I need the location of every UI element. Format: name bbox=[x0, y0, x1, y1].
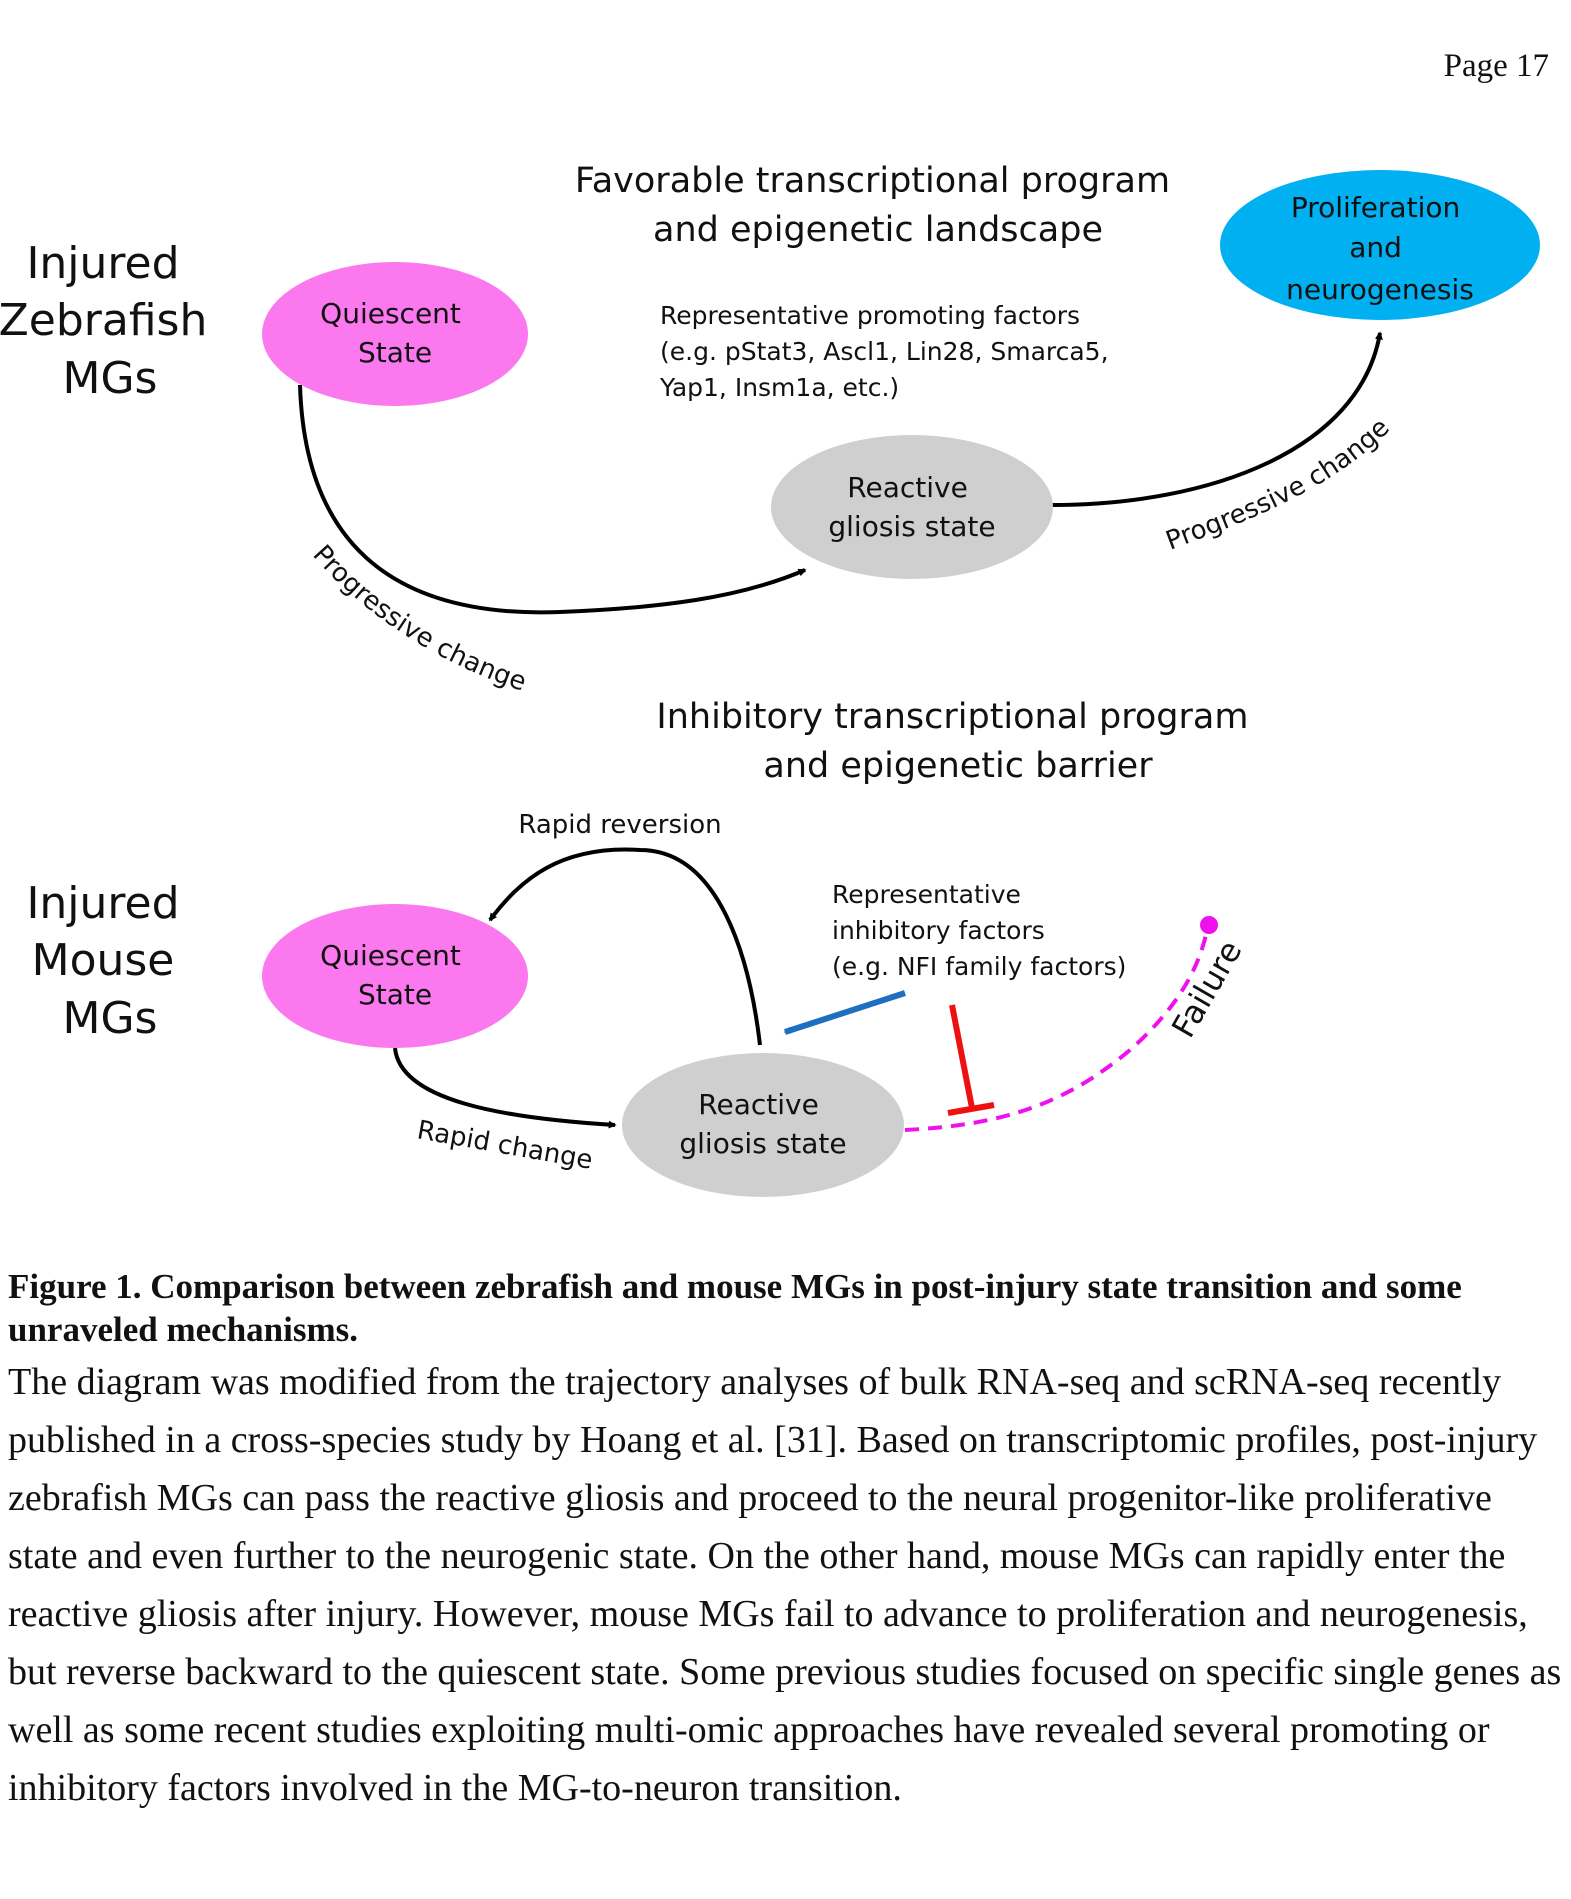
zebrafish-proliferation-node: Proliferation and neurogenesis bbox=[1220, 170, 1540, 320]
zebrafish-reactive-label: Reactive gliosis state bbox=[828, 471, 995, 543]
zebrafish-row-label: Injured Zebrafish MGs bbox=[0, 238, 221, 404]
mouse-rapid-reversion-arrow bbox=[488, 847, 762, 1046]
zebrafish-progressive-arrow-2 bbox=[1051, 331, 1383, 507]
mouse-rapid-change-label: Rapid change bbox=[415, 1115, 595, 1175]
mouse-inhibitor-arrow bbox=[783, 990, 906, 1035]
page-number: Page 17 bbox=[1443, 48, 1549, 84]
caption-title: Figure 1. Comparison between zebrafish a… bbox=[8, 1267, 1462, 1349]
zebrafish-quiescent-ellipse bbox=[262, 262, 528, 406]
zebrafish-quiescent-node: Quiescent State bbox=[262, 262, 528, 406]
zebrafish-proliferation-ellipse bbox=[1220, 170, 1540, 320]
mouse-reactive-ellipse bbox=[622, 1053, 904, 1197]
zebrafish-reactive-node: Reactive gliosis state bbox=[771, 435, 1053, 579]
mouse-block-bar bbox=[947, 1102, 995, 1116]
zebrafish-progressive-arrow-1 bbox=[298, 384, 807, 615]
mouse-header: Inhibitory transcriptional program and e… bbox=[656, 697, 1259, 786]
zebrafish-reactive-ellipse bbox=[771, 435, 1053, 579]
zebrafish-header: Favorable transcriptional program and ep… bbox=[575, 161, 1181, 250]
figure-1-diagram: Injured Zebrafish MGs Favorable transcri… bbox=[0, 161, 1540, 1197]
mouse-row-label: Injured Mouse MGs bbox=[26, 878, 193, 1044]
zebrafish-promoting-factors: Representative promoting factors (e.g. p… bbox=[659, 301, 1117, 402]
zebrafish-panel: Injured Zebrafish MGs Favorable transcri… bbox=[0, 161, 1540, 698]
mouse-quiescent-label: Quiescent State bbox=[320, 939, 470, 1011]
mouse-quiescent-ellipse bbox=[262, 904, 528, 1048]
figure-caption: Figure 1. Comparison between zebrafish a… bbox=[8, 1265, 1563, 1817]
mouse-inhibitory-factors: Representative inhibitory factors (e.g. … bbox=[832, 880, 1126, 981]
mouse-panel: Injured Mouse MGs Inhibitory transcripti… bbox=[26, 697, 1259, 1197]
mouse-quiescent-node: Quiescent State bbox=[262, 904, 528, 1048]
zebrafish-progressive-label-2: Progressive change bbox=[1162, 413, 1396, 557]
mouse-failure-endpoint bbox=[1200, 916, 1218, 934]
mouse-block-symbol bbox=[947, 1004, 995, 1116]
mouse-reactive-node: Reactive gliosis state bbox=[622, 1053, 904, 1197]
zebrafish-quiescent-label: Quiescent State bbox=[320, 297, 470, 369]
mouse-block-stem bbox=[949, 1004, 975, 1109]
mouse-failure-path bbox=[904, 924, 1210, 1132]
caption-body: The diagram was modified from the trajec… bbox=[8, 1361, 1562, 1809]
mouse-failure-label: Failure bbox=[1164, 934, 1250, 1044]
zebrafish-proliferation-label: Proliferation and neurogenesis bbox=[1286, 191, 1474, 306]
mouse-rapid-reversion-label: Rapid reversion bbox=[518, 810, 721, 840]
mouse-rapid-change-arrow bbox=[393, 1047, 617, 1129]
mouse-reactive-label: Reactive gliosis state bbox=[679, 1088, 846, 1160]
zebrafish-progressive-label-1: Progressive change bbox=[307, 540, 530, 698]
